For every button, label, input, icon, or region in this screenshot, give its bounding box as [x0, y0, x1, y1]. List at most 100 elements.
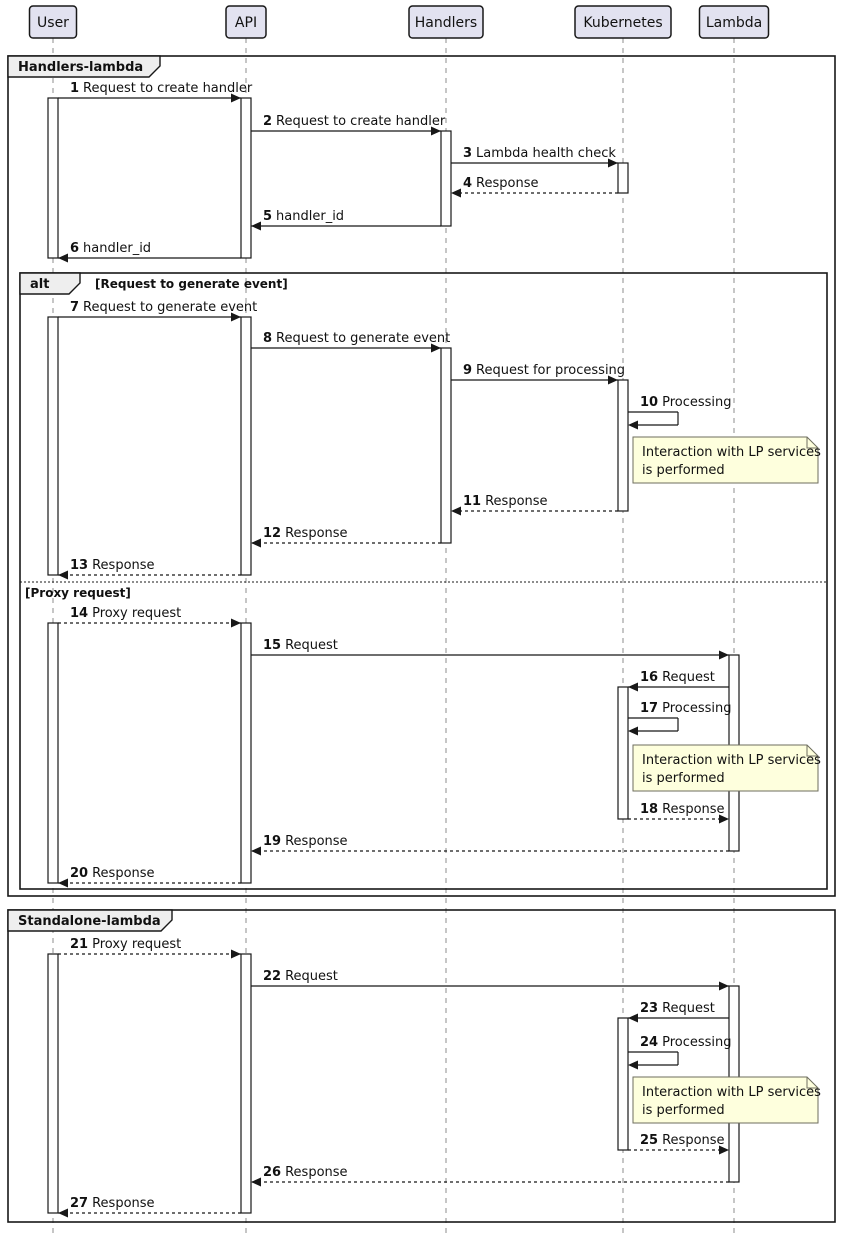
message-text: Request: [285, 638, 338, 653]
note-text-line: is performed: [642, 771, 725, 786]
message-arrowhead: [719, 981, 729, 991]
message-number: 27: [70, 1196, 88, 1211]
message-arrowhead: [251, 846, 261, 856]
activation-user: [47, 953, 59, 1214]
message-text: Response: [285, 834, 347, 849]
message-text: Response: [662, 802, 724, 817]
message-number: 1: [70, 81, 79, 96]
message-number: 4: [463, 176, 472, 191]
message-arrowhead: [719, 814, 729, 824]
participant-box-api: [225, 5, 267, 39]
message-text: Request: [662, 670, 715, 685]
message-arrowhead: [608, 375, 618, 385]
message-text: Request for processing: [476, 363, 625, 378]
message-number: 16: [640, 670, 658, 685]
message-arrowhead: [719, 1145, 729, 1155]
message-text: Response: [476, 176, 538, 191]
message-number: 6: [70, 241, 79, 256]
message-label: 23 Request: [640, 1001, 715, 1016]
message-text: Processing: [662, 701, 731, 716]
note-fold: [806, 1077, 818, 1089]
message-number: 11: [463, 494, 481, 509]
message-arrowhead: [431, 126, 441, 136]
message-number: 22: [263, 969, 281, 984]
message-text: Response: [92, 558, 154, 573]
message-arrowhead: [628, 1013, 638, 1023]
message-arrowhead: [231, 949, 241, 959]
note: [632, 744, 819, 792]
activation-handlers: [440, 347, 452, 544]
message-text: Response: [285, 1165, 347, 1180]
frame-handlers-lambda: [7, 55, 836, 897]
message-label: 19 Response: [263, 834, 348, 849]
message-number: 23: [640, 1001, 658, 1016]
message-arrowhead: [251, 1177, 261, 1187]
message-text: Response: [485, 494, 547, 509]
message-number: 13: [70, 558, 88, 573]
participant-label-lambda: Lambda: [706, 15, 762, 31]
message-number: 17: [640, 701, 658, 716]
message-text: Response: [662, 1133, 724, 1148]
message-arrowhead: [58, 253, 68, 263]
message-text: Request to generate event: [276, 331, 450, 346]
frame-tab-alt: [19, 272, 81, 295]
message-number: 19: [263, 834, 281, 849]
activation-kubernetes: [617, 686, 629, 820]
message-number: 10: [640, 395, 658, 410]
activation-kubernetes: [617, 1017, 629, 1151]
participant-box-lambda: [698, 5, 770, 39]
note-text-line: is performed: [642, 463, 725, 478]
message-number: 21: [70, 937, 88, 952]
activation-user: [47, 97, 59, 259]
message-text: Proxy request: [92, 937, 181, 952]
message-arrowhead: [58, 570, 68, 580]
message-text: Request: [662, 1001, 715, 1016]
message-text: Proxy request: [92, 606, 181, 621]
message-arrowhead: [628, 420, 638, 430]
message-number: 25: [640, 1133, 658, 1148]
message-text: Processing: [662, 395, 731, 410]
message-text: handler_id: [83, 241, 151, 256]
message-arrowhead: [431, 343, 441, 353]
message-number: 3: [463, 146, 472, 161]
message-arrowhead: [628, 682, 638, 692]
message-arrowhead: [251, 221, 261, 231]
message-label: 21 Proxy request: [70, 937, 181, 952]
activation-api: [240, 97, 252, 259]
frame-title: Standalone-lambda: [18, 914, 161, 929]
message-text: Request to create handler: [276, 114, 446, 129]
message-text: handler_id: [276, 209, 344, 224]
activation-kubernetes: [617, 162, 629, 194]
participant-box-user: [28, 5, 78, 39]
activation-api: [240, 953, 252, 1214]
message-arrowhead: [628, 726, 638, 736]
frame-tab-standalone-lambda: [7, 909, 173, 932]
participant-label-kubernetes: Kubernetes: [583, 15, 662, 31]
message-number: 26: [263, 1165, 281, 1180]
message-label: 16 Request: [640, 670, 715, 685]
frame-title: Handlers-lambda: [18, 60, 143, 75]
message-arrowhead: [719, 650, 729, 660]
message-label: 4 Response: [463, 176, 538, 191]
message-text: Lambda health check: [476, 146, 616, 161]
message-label: 6 handler_id: [70, 241, 151, 256]
activation-api: [240, 316, 252, 576]
frame-tab-handlers-lambda: [7, 55, 161, 78]
note-text-line: Interaction with LP services: [642, 1085, 821, 1100]
alt-divider-label: [Proxy request]: [25, 586, 131, 600]
frame-alt: [19, 272, 828, 890]
activation-user: [47, 316, 59, 576]
activation-kubernetes: [617, 379, 629, 512]
